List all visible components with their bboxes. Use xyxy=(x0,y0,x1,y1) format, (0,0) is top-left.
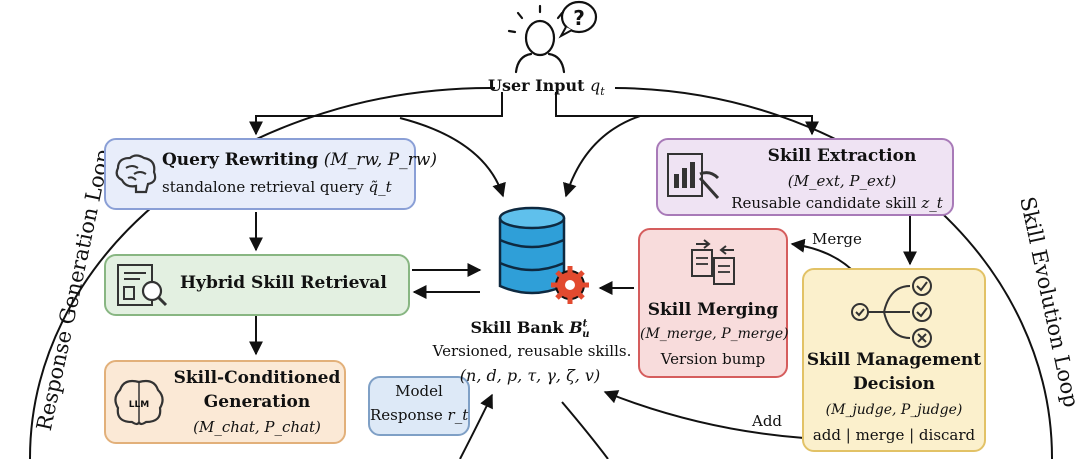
document-search-icon xyxy=(117,264,168,307)
skill-merging-box: Skill Merging (M_merge, P_merge) Version… xyxy=(638,228,789,378)
input-to-extraction-arrow xyxy=(555,92,819,136)
query-rewriting-params: (M_rw, P_rw) xyxy=(323,150,437,170)
response-bubble-line1: Model xyxy=(395,382,443,400)
skill-bank-title-text: Skill Bank xyxy=(470,318,564,337)
skill-decision-title-line1: Skill Management xyxy=(806,350,982,370)
svg-text:?: ? xyxy=(573,6,585,30)
query-rewriting-title: Query Rewriting xyxy=(162,150,319,170)
skill-decision-box: Skill Management Decision (M_judge, P_ju… xyxy=(802,268,986,452)
input-to-bank-curve-right xyxy=(563,115,641,198)
database-gear-icon xyxy=(498,206,589,304)
brain-icon xyxy=(115,154,157,194)
response-bubble-text: Response xyxy=(370,406,443,424)
decision-branch-icon xyxy=(851,276,932,348)
response-bubble: Model Response r_t xyxy=(368,376,470,436)
query-rewriting-subtitle-row: standalone retrieval query q̃_t xyxy=(162,178,392,196)
llm-brain-icon: LLM xyxy=(114,379,164,426)
user-input-symbol: qt xyxy=(590,76,605,99)
query-rewriting-box: Query Rewriting (M_rw, P_rw) standalone … xyxy=(104,138,437,210)
skill-bank-title: Skill Bank Btu xyxy=(450,318,610,340)
skill-extraction-title: Skill Extraction xyxy=(767,146,917,166)
query-rewriting-title-row: Query Rewriting (M_rw, P_rw) xyxy=(162,150,437,170)
generation-params: (M_chat, P_chat) xyxy=(193,418,321,436)
svg-text:LLM: LLM xyxy=(129,400,149,410)
add-edge-label: Add xyxy=(752,412,783,430)
bank-to-evolution-curve xyxy=(561,401,609,459)
decision-to-bank-add-arrow xyxy=(603,390,805,439)
input-to-bank-curve-left xyxy=(399,117,506,198)
chart-tool-icon xyxy=(667,153,720,200)
user-icon xyxy=(507,4,566,74)
generation-box: LLM Skill-Conditioned Generation (M_chat… xyxy=(104,360,346,444)
skill-extraction-box: Skill Extraction (M_ext, P_ext) Reusable… xyxy=(656,138,954,216)
user-input-text: User Input xyxy=(488,76,585,95)
response-bubble-line2: Response r_t xyxy=(370,406,468,424)
response-to-bank-arrow xyxy=(459,393,493,459)
merge-documents-icon xyxy=(691,239,735,285)
skill-bank-tuple: (n, d, p, τ, γ, ζ, v) xyxy=(459,366,601,385)
query-rewriting-subtitle: standalone retrieval query xyxy=(162,178,364,196)
input-to-rewrite-arrow xyxy=(249,92,503,136)
user-input-label: User Input qt xyxy=(488,76,605,98)
skill-merging-params: (M_merge, P_merge) xyxy=(640,326,789,342)
skill-decision-title-line2: Decision xyxy=(852,374,936,394)
merge-edge-label: Merge xyxy=(812,230,862,248)
skill-bank-symbol: Btu xyxy=(569,318,590,341)
skill-merging-title: Skill Merging xyxy=(647,300,779,320)
skill-extraction-params: (M_ext, P_ext) xyxy=(787,172,897,190)
skill-decision-params: (M_judge, P_judge) xyxy=(825,402,963,418)
hybrid-retrieval-title: Hybrid Skill Retrieval xyxy=(180,273,387,293)
skill-bank-description: Versioned, reusable skills. xyxy=(432,342,632,360)
skill-extraction-desc-row: Reusable candidate skill z_t xyxy=(722,194,952,212)
question-bubble-icon: ? xyxy=(558,0,598,39)
skill-decision-options: add | merge | discard xyxy=(812,426,976,444)
hybrid-retrieval-box: Hybrid Skill Retrieval xyxy=(104,254,410,316)
query-rewriting-symbol: q̃_t xyxy=(368,178,392,196)
generation-title-line2: Generation xyxy=(203,392,311,412)
skill-extraction-desc: Reusable candidate skill xyxy=(731,194,917,212)
response-bubble-symbol: r_t xyxy=(447,406,469,424)
skill-extraction-symbol: z_t xyxy=(921,194,943,212)
skill-merging-desc: Version bump xyxy=(660,350,766,368)
generation-title-line1: Skill-Conditioned xyxy=(173,368,341,388)
